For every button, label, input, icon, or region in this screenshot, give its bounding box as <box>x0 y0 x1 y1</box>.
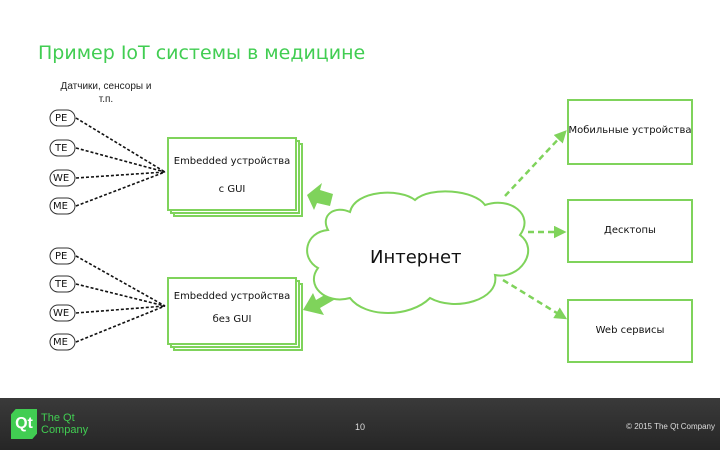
internet-cloud <box>306 190 530 314</box>
cloud-endpoint-links <box>502 130 568 320</box>
footer-bar <box>0 398 720 450</box>
device-stack-gui <box>167 137 303 217</box>
slide-title: Пример IoT системы в медицине <box>38 42 366 64</box>
internet-label: Интернет <box>370 247 462 268</box>
sensor-node <box>49 275 76 293</box>
sensor-node <box>49 304 76 322</box>
copyright: © 2015 The Qt Company <box>626 422 715 431</box>
endpoint-box-web <box>567 299 693 363</box>
device-gui-label: без GUI <box>212 314 252 325</box>
endpoint-label-mobile: Мобильные устройства <box>568 125 692 136</box>
endpoint-box-desktop <box>567 199 693 263</box>
sensor-label: ME <box>53 337 68 348</box>
sensor-label: ME <box>53 201 68 212</box>
sensor-links <box>75 117 166 207</box>
device-name: Embedded устройства <box>173 156 291 167</box>
sensor-node <box>49 109 76 127</box>
device-cloud-arrow <box>307 183 333 210</box>
sensor-group-2 <box>49 247 166 351</box>
sensor-group-1 <box>49 109 166 215</box>
page-number: 10 <box>354 422 365 432</box>
device-gui-label: с GUI <box>218 184 246 195</box>
sensor-links <box>75 255 166 343</box>
sensor-node <box>49 333 76 351</box>
sensor-node <box>49 197 76 215</box>
qt-logo-icon: Qt <box>11 409 37 439</box>
sensor-label: WE <box>53 173 70 184</box>
endpoint-box-mobile <box>567 99 693 165</box>
sensor-caption: Датчики, сенсоры и т.п. <box>60 81 152 105</box>
sensor-label: WE <box>53 308 70 319</box>
sensor-node <box>49 139 76 157</box>
endpoint-label-web: Web сервисы <box>595 325 665 336</box>
sensor-label: PE <box>55 251 68 262</box>
sensor-label: TE <box>55 143 68 154</box>
sensor-label: PE <box>55 113 68 124</box>
sensor-label: TE <box>55 279 68 290</box>
device-name: Embedded устройства <box>173 291 291 302</box>
sensor-node <box>49 169 76 187</box>
endpoint-label-desktop: Десктопы <box>604 225 656 236</box>
company-name: The Qt Company <box>41 412 89 436</box>
sensor-node <box>49 247 76 265</box>
device-stack-nogui <box>167 277 303 351</box>
